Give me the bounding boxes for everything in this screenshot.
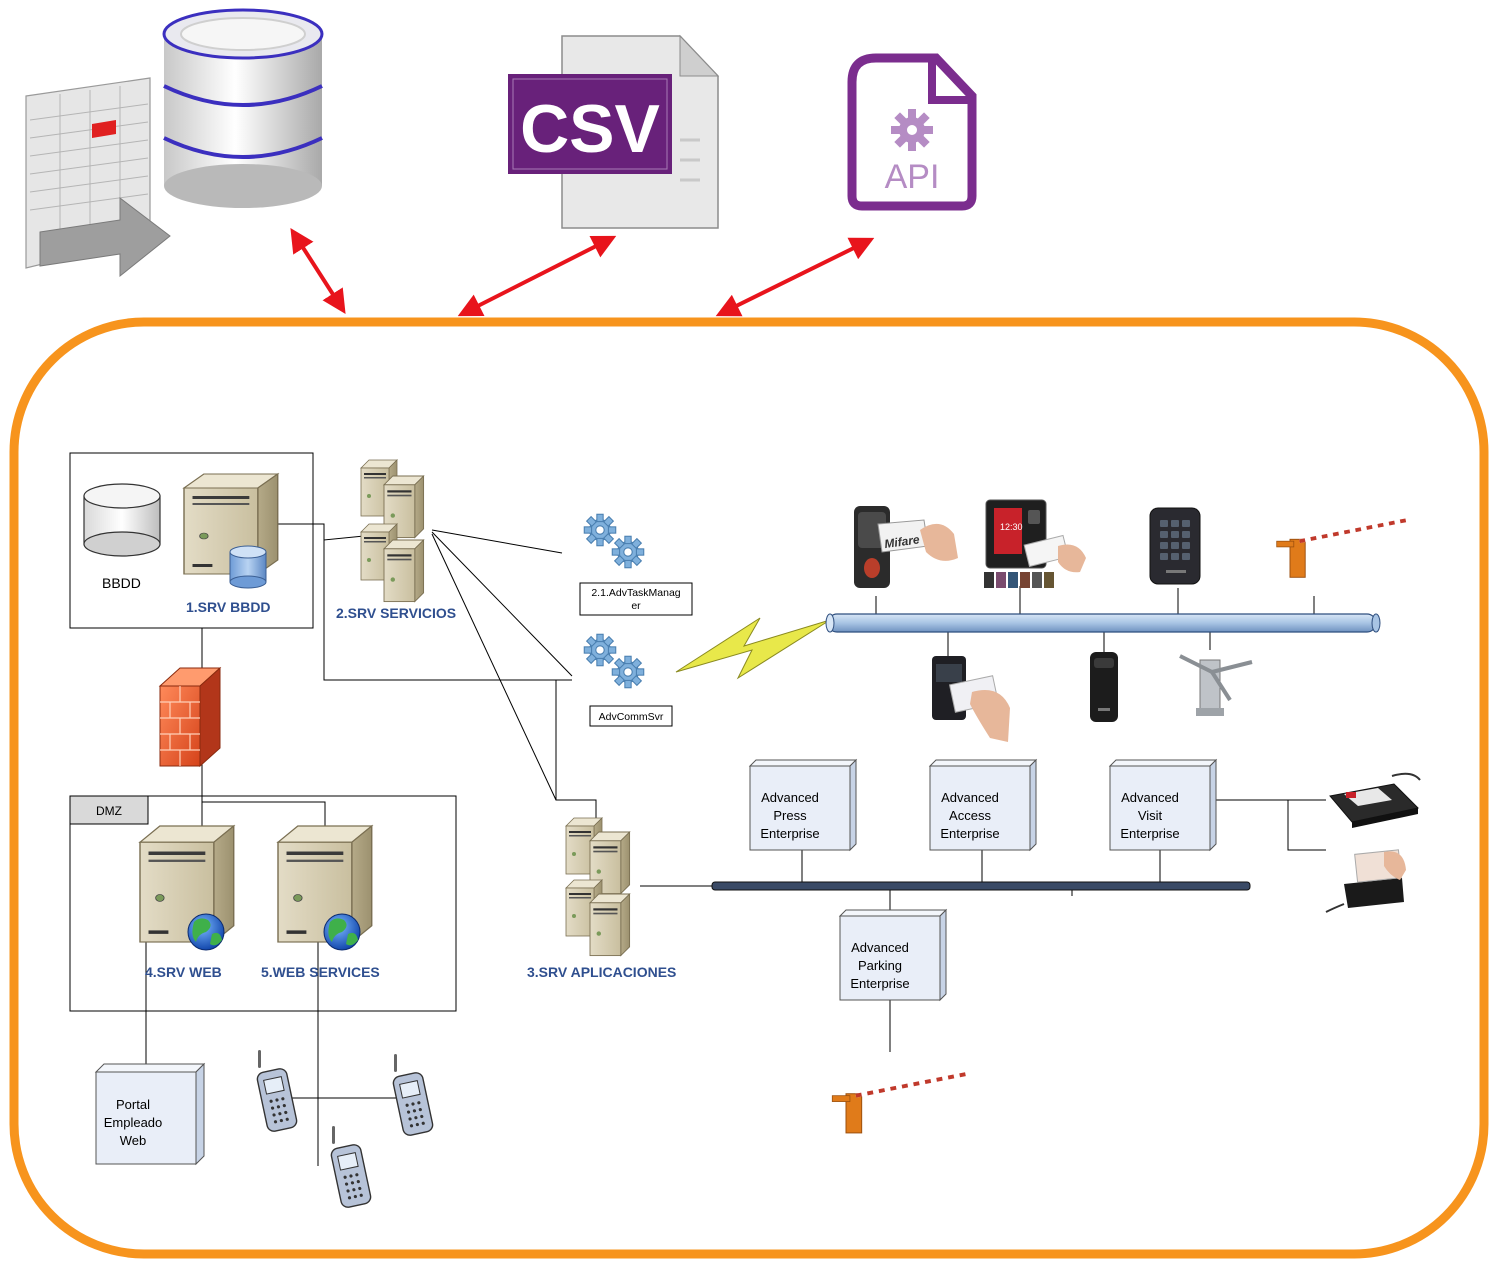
csv-sync-arrow xyxy=(457,235,617,317)
task-manager-box xyxy=(579,582,693,616)
mobile-phone-icon xyxy=(255,1049,299,1134)
turnstile-icon xyxy=(1179,654,1253,716)
comm-svr-label: AdvCommSvr xyxy=(599,711,664,723)
barrier-gate-icon xyxy=(830,1072,968,1135)
barrier-gate-icon xyxy=(1274,518,1408,580)
comm-svr-gear-icon xyxy=(583,633,645,689)
sync-arrows xyxy=(290,227,875,317)
srv-aplicaciones-label: 3.SRV APLICACIONES xyxy=(527,964,676,980)
portal-label-line3: Web xyxy=(120,1133,147,1148)
network-lines xyxy=(145,523,1326,1166)
dmz-tab xyxy=(69,795,149,825)
mobile-phone-icon xyxy=(391,1053,435,1138)
application-modules: AdvancedPressEnterpriseAdvancedAccessEnt… xyxy=(748,758,1218,1002)
bbdd-disk-icon xyxy=(83,483,161,557)
srv-web-label: 4.SRV WEB xyxy=(145,964,222,980)
system-boundary-frame xyxy=(9,317,1489,1259)
csv-file-icon: CSV xyxy=(508,34,720,229)
task-manager-label-line1: 2.1.AdvTaskManag xyxy=(591,587,680,599)
app-box-press-label-line2: Press xyxy=(773,808,807,823)
card-reader-icon: Mifare xyxy=(854,506,958,588)
srv-servicios-label: 2.SRV SERVICIOS xyxy=(336,605,456,621)
globe-icon xyxy=(187,913,225,951)
dmz-label: DMZ xyxy=(96,804,122,818)
app-box-parking-label-line3: Enterprise xyxy=(850,976,909,991)
keypad-reader-icon xyxy=(1149,507,1201,585)
slim-reader-icon xyxy=(1090,652,1118,722)
task-manager-label-line2: er xyxy=(631,600,641,612)
app-box-visit-label-line3: Enterprise xyxy=(1120,826,1179,841)
api-sync-arrow xyxy=(715,237,875,317)
portal-label-line2: Empleado xyxy=(104,1115,163,1130)
database-small-icon xyxy=(229,545,267,589)
app-box-access-label-line3: Enterprise xyxy=(940,826,999,841)
signature-pad-icon xyxy=(1329,772,1421,828)
application-bus xyxy=(711,881,1251,891)
database-sync-arrow xyxy=(290,227,346,315)
time-clock-icon: 12:30 xyxy=(984,499,1086,588)
bbdd-label: BBDD xyxy=(102,575,141,591)
app-box-access-label-line2: Access xyxy=(949,808,991,823)
time-clock-display: 12:30 xyxy=(1000,522,1023,532)
globe-icon xyxy=(323,913,361,951)
api-label: API xyxy=(885,158,940,196)
database-import-icon xyxy=(25,8,324,278)
csv-label: CSV xyxy=(520,91,660,167)
device-bus-pipe xyxy=(825,613,1381,633)
mobile-phone-icon xyxy=(329,1125,373,1210)
app-box-access-label-line1: Advanced xyxy=(941,790,999,805)
task-manager-gear-icon xyxy=(583,513,645,569)
portal-label-line1: Portal xyxy=(116,1097,150,1112)
portal-empleado-box xyxy=(94,1062,206,1166)
card-swipe-icon xyxy=(1325,849,1406,913)
dmz-group xyxy=(69,795,457,1012)
app-box-press-label-line3: Enterprise xyxy=(760,826,819,841)
srv-bbdd-group xyxy=(69,452,314,629)
firewall-icon xyxy=(158,666,222,768)
proximity-reader-icon xyxy=(932,656,1010,742)
api-file-icon: API xyxy=(847,53,977,211)
lightning-icon xyxy=(675,617,831,680)
srv-aplicaciones-server-icon xyxy=(565,817,631,957)
app-box-parking-label-line2: Parking xyxy=(858,958,902,973)
comm-svr-box xyxy=(589,705,673,727)
app-box-visit-label-line1: Advanced xyxy=(1121,790,1179,805)
srv-bbdd-label: 1.SRV BBDD xyxy=(186,599,271,615)
srv-servicios-server-icon xyxy=(360,459,425,603)
mifare-card-label: Mifare xyxy=(883,532,920,551)
app-box-press-label-line1: Advanced xyxy=(761,790,819,805)
app-box-parking-label-line1: Advanced xyxy=(851,940,909,955)
web-services-label: 5.WEB SERVICES xyxy=(261,964,380,980)
app-box-visit-label-line2: Visit xyxy=(1138,808,1163,823)
